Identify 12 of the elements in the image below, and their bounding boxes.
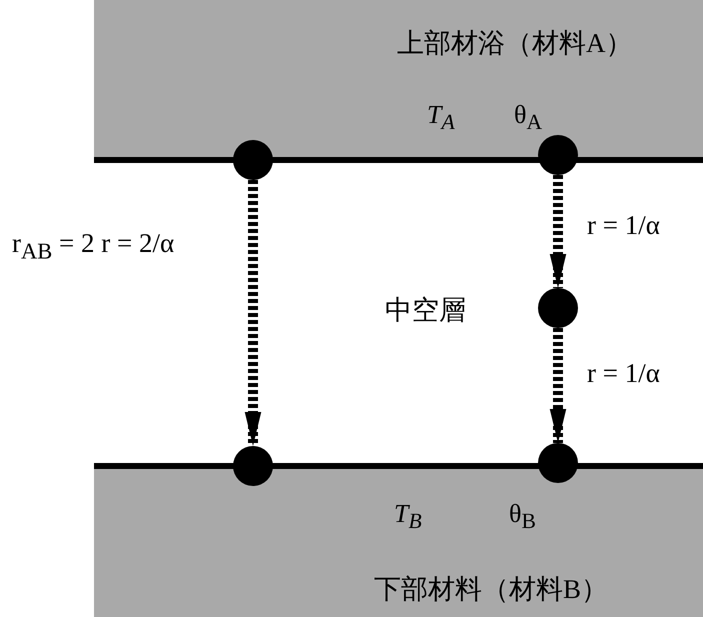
arrow: [550, 328, 566, 443]
temperature-symbol: T$_{A}$: [427, 100, 455, 136]
arrow: [244, 180, 262, 446]
material-band: [94, 0, 703, 163]
material-band: [94, 463, 703, 617]
potential-symbol: θ$_{A}$: [514, 100, 542, 136]
potential-symbol: θ$_{B}$: [509, 499, 536, 536]
arrow: [550, 175, 566, 288]
material-label: 上部材浴（材料A）: [397, 28, 632, 58]
node-dot: [538, 288, 578, 328]
temperature-symbol: T$_{B}$: [394, 499, 422, 536]
material-label: 下部材料（材料B）: [374, 574, 608, 604]
